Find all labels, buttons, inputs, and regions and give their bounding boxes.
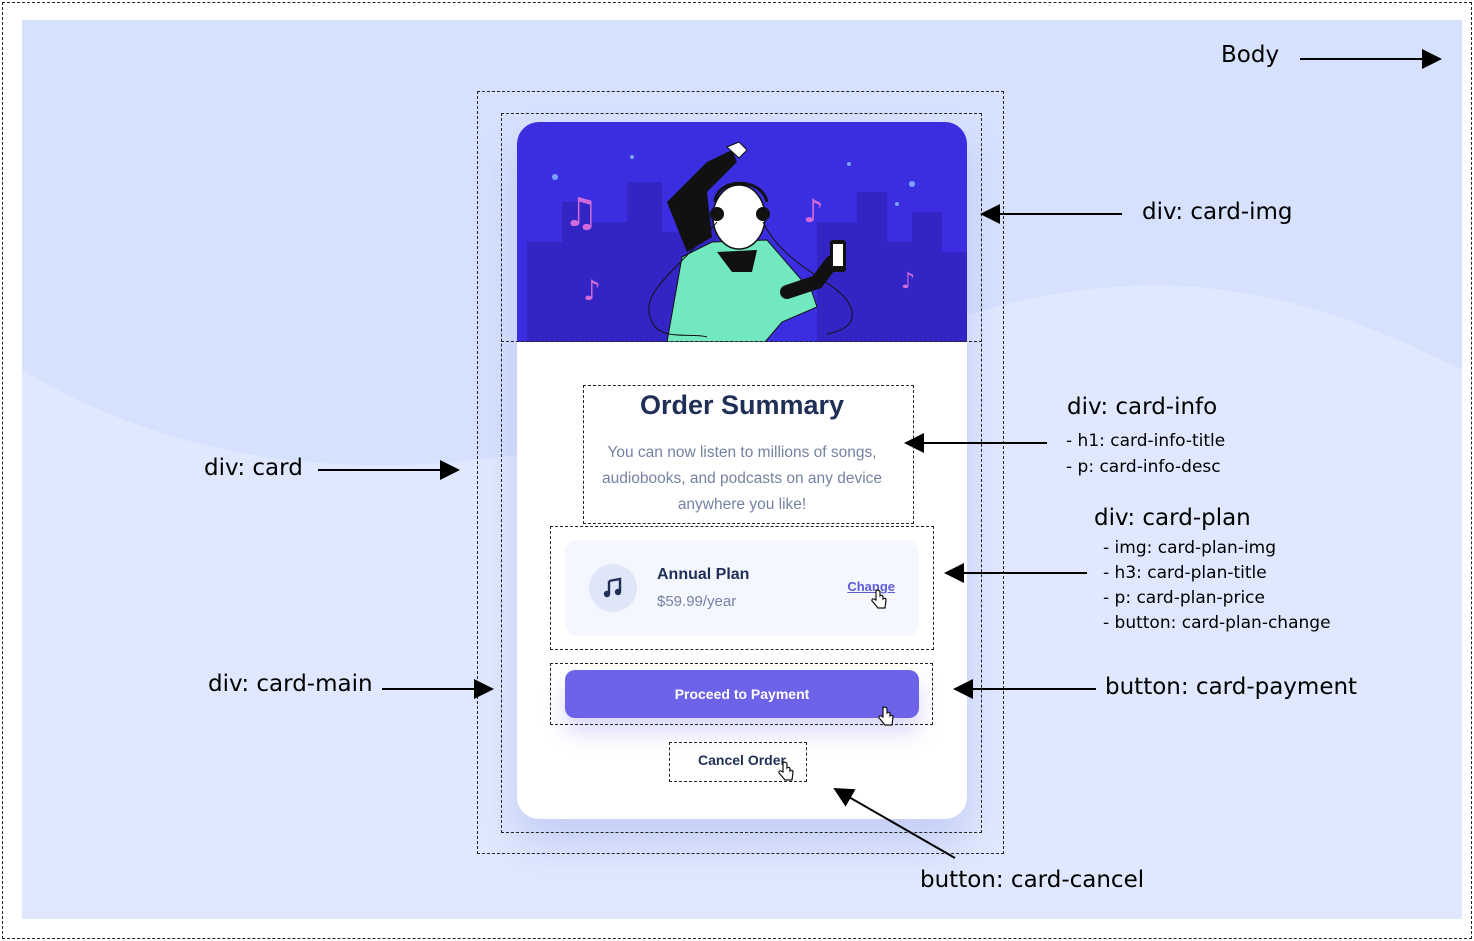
card-cancel-button[interactable]: Cancel Order: [672, 748, 812, 772]
card: ♫ ♪ ♪ ♪ Order Summary You can now listen…: [517, 122, 967, 819]
label-body: Body: [1221, 42, 1280, 68]
card-payment-outline: [550, 663, 933, 725]
card-plan-title: Annual Plan: [657, 566, 750, 583]
card-payment-button[interactable]: Proceed to Payment: [565, 670, 919, 718]
label-card-info-item: - h1: card-info-title: [1066, 431, 1226, 451]
card-plan-change[interactable]: Change: [847, 579, 895, 594]
label-card-plan: div: card-plan: [1094, 505, 1251, 531]
hand-cursor-icon: [878, 706, 894, 726]
label-card-info-item: - p: card-info-desc: [1066, 457, 1221, 477]
card-plan-price: $59.99/year: [657, 593, 737, 610]
card-img-outline: [501, 341, 982, 343]
label-card-plan-item: - p: card-plan-price: [1103, 588, 1265, 608]
card-hero-illustration: ♫ ♪ ♪ ♪: [517, 122, 967, 342]
svg-text:♪: ♪: [901, 269, 915, 294]
hand-cursor-icon: [871, 589, 887, 609]
svg-text:♫: ♫: [563, 190, 599, 236]
card-plan: Annual Plan $59.99/year Change: [565, 540, 919, 636]
svg-text:♪: ♪: [803, 192, 823, 230]
label-card-main: div: card-main: [208, 671, 373, 697]
label-card-info: div: card-info: [1067, 394, 1218, 420]
label-card-plan-item: - h3: card-plan-title: [1103, 563, 1267, 583]
arrow-icon: [318, 49, 1442, 859]
svg-text:♪: ♪: [583, 274, 601, 307]
card-plan-outline: [550, 526, 934, 650]
music-note-icon: ♫ ♪ ♪ ♪: [563, 190, 915, 307]
hand-cursor-icon: [778, 761, 794, 781]
music-note-icon: [603, 577, 622, 598]
label-card-plan-item: - img: card-plan-img: [1103, 538, 1277, 558]
card-info-outline: [583, 385, 914, 524]
card-info-title: Order Summary: [639, 390, 845, 420]
card-plan-img: [589, 564, 637, 612]
card-info-desc: You can now listen to millions of songs,…: [601, 444, 883, 513]
card-main-outline: [501, 113, 982, 833]
label-card-plan-item: - button: card-plan-change: [1103, 613, 1331, 633]
label-card: div: card: [204, 455, 303, 481]
label-card-img: div: card-img: [1142, 199, 1293, 225]
card-cancel-outline: [669, 742, 807, 782]
label-card-cancel: button: card-cancel: [920, 867, 1145, 893]
card-outline: [477, 91, 1004, 854]
label-card-payment: button: card-payment: [1105, 674, 1358, 700]
